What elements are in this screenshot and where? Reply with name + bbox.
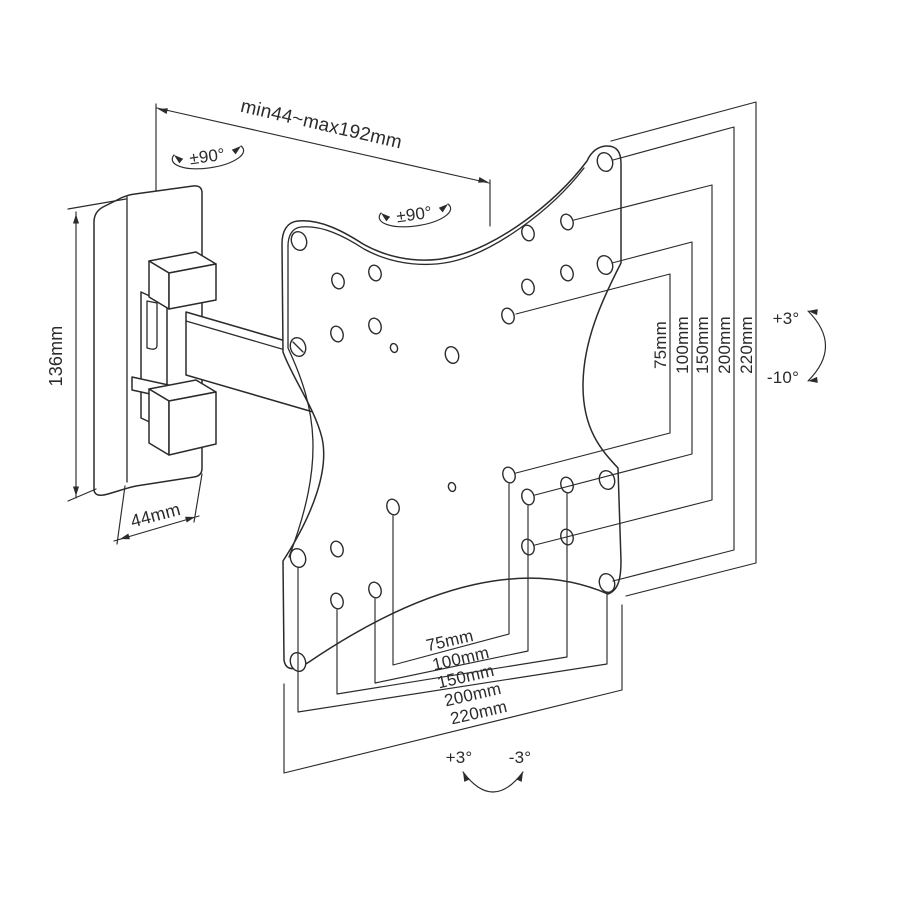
articulating-arm <box>131 251 321 456</box>
vesa-hole <box>560 213 574 231</box>
vesa-hole <box>330 592 344 610</box>
vesa-hole <box>290 230 308 252</box>
plate-swivel-indicator: ±90° <box>378 201 452 228</box>
tilt-down-label: -10° <box>767 368 799 387</box>
swivel-arrow-right-icon <box>231 143 243 155</box>
tilt-arc-icon <box>807 310 827 382</box>
dim-200-vertical <box>612 126 735 582</box>
dim-150-vertical-label: 150mm <box>693 316 712 374</box>
dim-200-horizontal <box>297 566 608 713</box>
swing-minus-label: -3° <box>509 748 532 767</box>
center-hole <box>444 345 460 365</box>
dim-150-horizontal <box>336 493 568 695</box>
vesa-hole <box>368 317 382 335</box>
vesa-hole <box>521 278 535 296</box>
small-hole <box>389 342 399 354</box>
rotation-arrow-right-icon <box>516 770 526 782</box>
vesa-hole <box>521 488 535 506</box>
mounting-holes <box>289 151 616 673</box>
vesa-hole <box>330 325 344 343</box>
vesa-vertical-dimensions: 75mm 100mm 150mm 200mm 220mm <box>515 101 757 597</box>
dim-200-vertical-label: 200mm <box>715 316 734 374</box>
rotation-arc-icon <box>462 771 524 793</box>
swivel-arc-icon <box>171 145 245 170</box>
arrowhead-right-icon <box>478 176 489 185</box>
dim-75-vertical <box>515 273 671 474</box>
vesa-hole <box>368 581 382 599</box>
wall-plate-width-label: 44mm <box>128 499 182 531</box>
vesa-hole <box>521 224 535 242</box>
swivel-arrow-left-icon <box>172 152 184 164</box>
vesa-hole <box>560 476 574 494</box>
swivel-arrow-left-icon <box>379 210 391 222</box>
plate-swivel-label: ±90° <box>395 203 433 227</box>
vesa-hole <box>596 151 614 173</box>
lower-knuckle-left <box>148 388 170 456</box>
vesa-hole <box>502 466 516 484</box>
vesa-hole <box>560 264 574 282</box>
screw-slot-icon <box>292 341 304 353</box>
extension-lines <box>155 103 491 227</box>
height-dimension: 136mm <box>46 198 127 502</box>
dim-100-horizontal <box>374 505 529 684</box>
vesa-hole <box>289 547 307 569</box>
vesa-plate-body <box>281 145 622 670</box>
lower-knuckle-right <box>168 391 217 456</box>
vesa-hole <box>331 272 345 290</box>
vesa-hole <box>368 264 382 282</box>
rotation-arrow-left-icon <box>460 770 470 782</box>
arrowhead-up-icon <box>73 214 79 224</box>
small-hole <box>447 481 457 493</box>
vesa-plate <box>281 145 622 673</box>
upper-knuckle-right <box>168 263 217 310</box>
plate-thickness-left <box>287 245 314 558</box>
plate-thickness-top <box>287 167 585 266</box>
wall-plate-height-label: 136mm <box>46 325 66 386</box>
height-extension-lines <box>67 198 127 502</box>
rotation-indicator: +3° -3° <box>446 748 532 793</box>
dim-220-horizontal <box>283 604 623 774</box>
arrowhead-left-icon <box>157 106 168 115</box>
dim-75-vertical-label: 75mm <box>651 321 670 369</box>
arrowhead-left-icon <box>119 533 130 542</box>
dim-150-vertical <box>534 184 713 546</box>
vesa-hole <box>386 498 400 516</box>
dim-220-vertical-label: 220mm <box>737 316 756 374</box>
arrowhead-down-icon <box>73 486 79 496</box>
wall-swivel-indicator: ±90° <box>171 143 245 170</box>
swing-plus-label: +3° <box>446 748 473 767</box>
hinge-slot <box>146 300 158 350</box>
vesa-hole <box>330 540 344 558</box>
dim-75-horizontal <box>392 483 510 666</box>
wall-swivel-label: ±90° <box>188 145 226 169</box>
tilt-up-label: +3° <box>773 309 800 328</box>
dim-220-vertical <box>610 101 757 597</box>
dim-100-vertical <box>534 241 693 496</box>
swivel-arrow-right-icon <box>438 201 450 213</box>
tilt-indicator: +3° -10° <box>767 308 827 387</box>
vesa-hole <box>501 307 515 325</box>
dim-100-vertical-label: 100mm <box>673 316 692 374</box>
swivel-arc-icon <box>378 203 452 228</box>
